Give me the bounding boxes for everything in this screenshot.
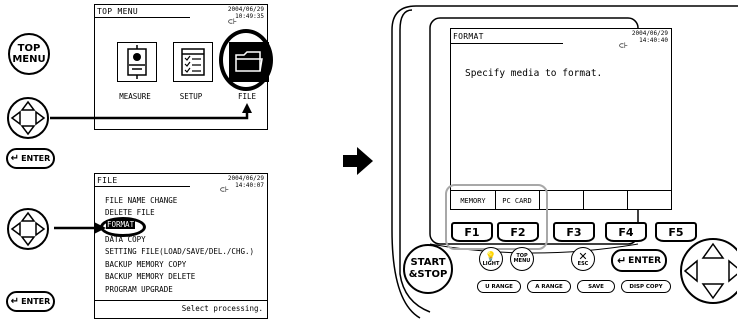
start-label: START — [410, 257, 446, 268]
light-label: LIGHT — [482, 260, 500, 267]
screen-date: 2004/06/29 14:40:40 — [631, 30, 668, 44]
format-arrow — [54, 222, 106, 234]
enter-arrow-icon: ↵ — [10, 153, 20, 164]
f3-key[interactable]: F3 — [553, 222, 595, 242]
top-menu-label-2: MENU — [12, 54, 46, 65]
title-divider — [95, 17, 190, 18]
screen-title: FILE — [97, 176, 118, 185]
enter-label-2: ENTER — [21, 297, 51, 306]
enter-device-label: ENTER — [628, 255, 662, 266]
enter-arrow-icon: ↵ — [616, 254, 627, 267]
screen-title: FORMAT — [453, 32, 484, 41]
esc-x-icon: ✕ — [578, 250, 588, 263]
menu-item[interactable]: BACKUP MEMORY COPY — [105, 260, 187, 269]
screen-title: TOP MENU — [97, 7, 138, 16]
softkey-pc-card[interactable]: PC CARD — [495, 191, 540, 210]
menu-item[interactable]: DATA COPY — [105, 235, 146, 244]
esc-button[interactable]: ✕ ESC — [571, 247, 595, 271]
enter-arrow-icon-2: ↵ — [10, 296, 20, 307]
plug-icon: ⊂⊦ — [619, 41, 628, 50]
screen-date: 2004/06/29 10:49:35 — [227, 6, 264, 20]
esc-label: ESC — [577, 261, 589, 267]
file-screen: FILE 2004/06/29 14:40:07 ⊂⊦ FILE NAME CH… — [94, 173, 268, 319]
title-divider — [451, 43, 563, 44]
bulb-icon: 💡 — [485, 251, 497, 262]
top-menu-small-label-2: MENU — [513, 258, 531, 264]
measure-icon[interactable] — [117, 42, 157, 82]
menu-item[interactable]: DELETE FILE — [105, 208, 155, 217]
f1-key[interactable]: F1 — [451, 222, 493, 242]
softkey-5[interactable] — [627, 191, 671, 210]
enter-label: ENTER — [21, 154, 51, 163]
softkey-4[interactable] — [583, 191, 628, 210]
file-label: FILE — [237, 92, 257, 101]
device-cursor-pad-icon[interactable] — [675, 236, 737, 306]
measure-label: MEASURE — [119, 92, 151, 101]
folder-icon[interactable] — [229, 42, 269, 82]
softkey-3[interactable] — [539, 191, 584, 210]
menu-item[interactable]: BACKUP MEMORY DELETE — [105, 272, 196, 281]
top-menu-small-button[interactable]: TOP MENU — [510, 247, 534, 271]
f5-key[interactable]: F5 — [655, 222, 697, 242]
top-menu-small-label-1: TOP — [516, 253, 528, 259]
menu-item[interactable]: FILE NAME CHANGE — [105, 196, 178, 205]
cursor-pad-icon[interactable] — [6, 96, 50, 140]
f4-key[interactable]: F4 — [605, 222, 647, 242]
u-range-button[interactable]: U RANGE — [477, 280, 521, 293]
plug-icon: ⊂⊦ — [228, 17, 237, 26]
f2-key[interactable]: F2 — [497, 222, 539, 242]
status-divider — [95, 300, 267, 301]
top-menu-label-1: TOP — [17, 43, 41, 54]
softkey-bar: MEMORY PC CARD — [451, 190, 671, 210]
menu-item[interactable]: SETTING FILE(LOAD/SAVE/DEL./CHG.) — [105, 247, 255, 256]
setup-icon[interactable] — [173, 42, 213, 82]
softkey-memory[interactable]: MEMORY — [451, 191, 496, 210]
a-range-button[interactable]: A RANGE — [527, 280, 571, 293]
screen-date: 2004/06/29 14:40:07 — [227, 175, 264, 189]
disp-copy-button[interactable]: DISP COPY — [621, 280, 671, 293]
format-message: Specify media to format. — [465, 68, 603, 79]
top-menu-screen: TOP MENU 2004/06/29 10:49:35 ⊂⊦ MEASURE … — [94, 4, 273, 130]
format-screen: FORMAT 2004/06/29 14:40:40 ⊂⊦ Specify me… — [450, 28, 672, 210]
next-step-arrow-icon — [343, 147, 373, 175]
stop-label: &STOP — [408, 269, 448, 280]
enter-button-2[interactable]: ↵ ENTER — [6, 291, 55, 312]
menu-item[interactable]: PROGRAM UPGRADE — [105, 285, 173, 294]
start-stop-button[interactable]: START &STOP — [403, 244, 453, 294]
enter-button[interactable]: ↵ ENTER — [6, 148, 55, 169]
top-menu-button[interactable]: TOP MENU — [8, 33, 50, 75]
navigate-arrow — [50, 103, 252, 120]
save-button[interactable]: SAVE — [577, 280, 615, 293]
status-text: Select processing. — [181, 304, 263, 313]
light-button[interactable]: 💡 LIGHT — [479, 247, 503, 271]
plug-icon: ⊂⊦ — [220, 185, 229, 194]
cursor-pad-icon-2[interactable] — [6, 207, 50, 251]
title-divider — [95, 186, 190, 187]
menu-item-format[interactable]: FORMAT — [106, 220, 136, 229]
enter-device-button[interactable]: ↵ ENTER — [611, 249, 667, 272]
setup-label: SETUP — [179, 92, 203, 101]
